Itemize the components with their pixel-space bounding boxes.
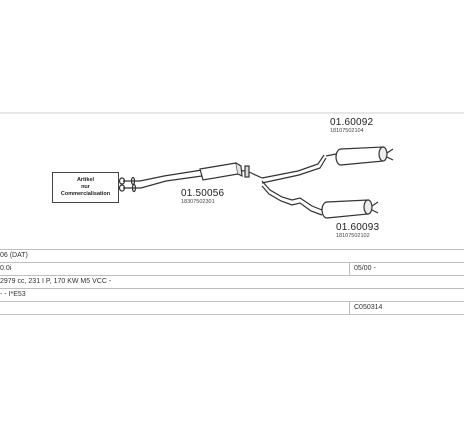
- variant-text: 0.0i: [0, 265, 12, 272]
- front-muffler: [199, 162, 263, 181]
- rear-muffler-upper: [325, 146, 394, 166]
- period-text: 05/00 -: [354, 265, 376, 272]
- info-row-engine: 2979 cc, 231 I P, 170 KW M5 VCC -: [0, 275, 464, 289]
- rear-upper-part-ref: 18107502104: [330, 128, 364, 134]
- info-row-catalog: C050314: [0, 301, 464, 315]
- front-part-code[interactable]: 01.50056: [181, 188, 225, 199]
- info-row-variant: 0.0i 05/00 -: [0, 262, 464, 276]
- rear-upper-part-code[interactable]: 01.60092: [330, 117, 374, 128]
- rear-lower-part-ref: 18107502102: [336, 233, 370, 239]
- model-text: 06 (DAT): [0, 252, 28, 259]
- front-pipes: [118, 169, 203, 193]
- info-table-bottom: [0, 314, 464, 316]
- rear-lower-part-code[interactable]: 01.60093: [336, 222, 380, 233]
- body-text: - - I*E53: [0, 291, 26, 298]
- notice-line-1: Artikel: [76, 177, 95, 183]
- lower-route: [261, 180, 323, 216]
- front-part-ref: 18307502301: [181, 199, 215, 205]
- commercialisation-notice: Artikel nur Commercialisation: [52, 172, 119, 203]
- info-row-model: 06 (DAT): [0, 249, 464, 263]
- engine-text: 2979 cc, 231 I P, 170 KW M5 VCC -: [0, 278, 112, 285]
- rear-muffler-lower: [321, 199, 379, 219]
- info-row-body: - - I*E53: [0, 288, 464, 302]
- notice-line-2: nur: [81, 184, 90, 190]
- notice-line-3: Commercialisation: [60, 191, 111, 197]
- upper-route: [261, 154, 327, 184]
- catalog-code: C050314: [354, 304, 383, 311]
